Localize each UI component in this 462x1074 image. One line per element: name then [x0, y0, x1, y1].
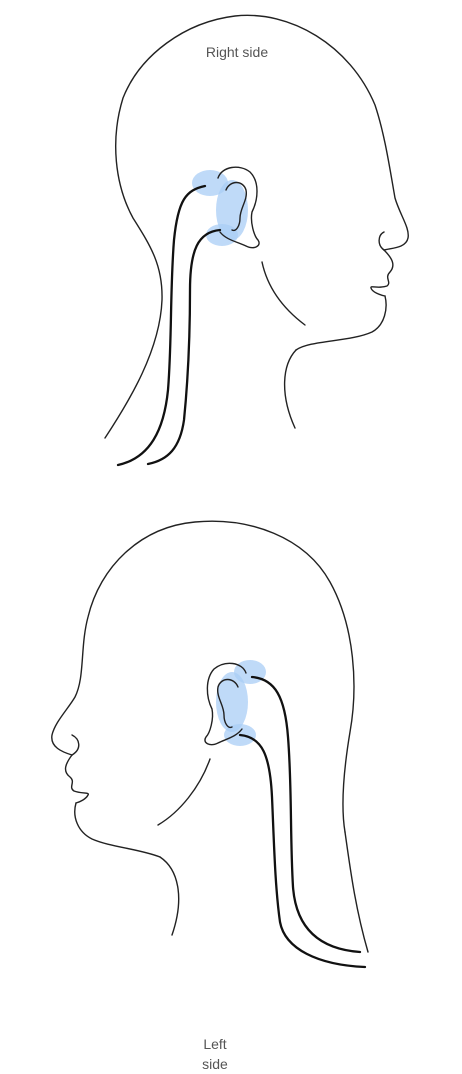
- neck-front-outline: [159, 856, 180, 936]
- lips-outline: [370, 249, 394, 297]
- left-side-label-line1: Left: [203, 1036, 227, 1052]
- nose-outline: [71, 734, 80, 756]
- nose-outline: [378, 231, 385, 251]
- right-side-label: Right side: [205, 44, 269, 60]
- lower-cable: [146, 228, 222, 466]
- ear-outline: [217, 166, 260, 249]
- right-side-illustration: [104, 14, 409, 467]
- left-side-label-line2: side: [202, 1056, 228, 1072]
- inner-ear-outline: [225, 181, 248, 232]
- lower-cable: [238, 733, 367, 969]
- left-side-view: Left side: [0, 497, 462, 1072]
- head-outline: [51, 520, 355, 833]
- jaw-line: [157, 758, 211, 826]
- neck-back-outline: [344, 831, 369, 953]
- chin-outline: [295, 295, 387, 351]
- upper-cable: [116, 184, 207, 467]
- ear-outline: [204, 662, 247, 746]
- right-side-view: Right side: [0, 0, 462, 497]
- left-side-label: Left side: [172, 1034, 258, 1074]
- neck-front-outline: [283, 349, 297, 429]
- inner-ear-outline: [216, 678, 239, 729]
- left-side-illustration: [51, 520, 369, 969]
- lips-outline: [64, 754, 90, 804]
- head-outline: [104, 14, 409, 439]
- jaw-line: [261, 261, 306, 326]
- upper-cable: [250, 675, 362, 954]
- chin-outline: [74, 802, 161, 858]
